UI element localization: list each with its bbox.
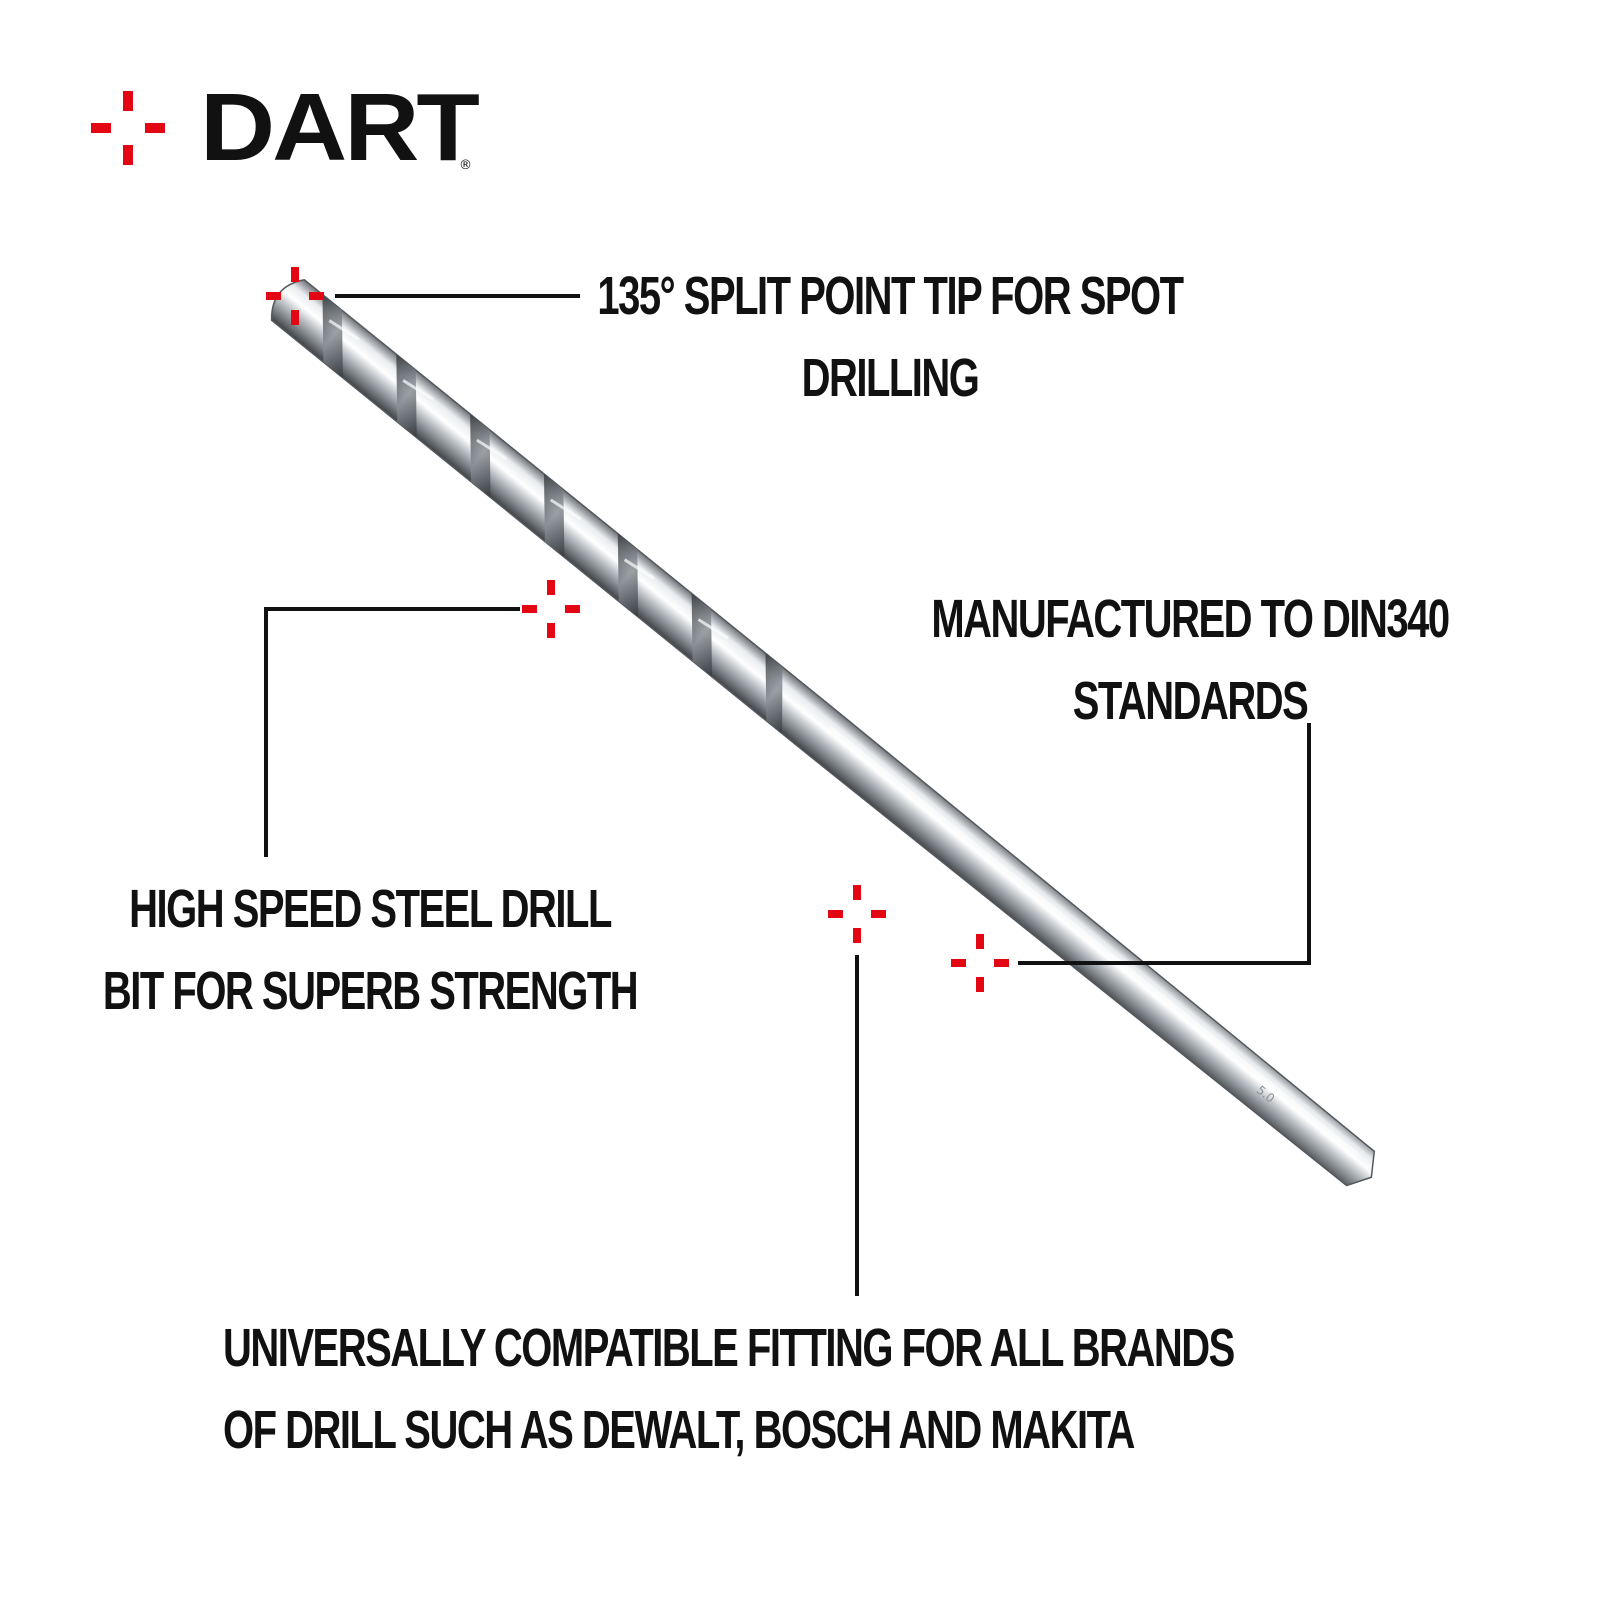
drill-bit-icon: 5.0 [270, 278, 1376, 1187]
crosshair-icon [266, 267, 324, 325]
feature-universal-fitting: UNIVERSALLY COMPATIBLE FITTING FOR ALL B… [223, 1307, 1235, 1471]
callout-line-din [1018, 723, 1311, 965]
crosshair-icon [951, 934, 1009, 992]
feature-split-point-tip: 135° SPLIT POINT TIP FOR SPOT DRILLING [483, 255, 1297, 419]
registered-mark: ® [459, 158, 472, 173]
feature-line: OF DRILL SUCH AS DEWALT, BOSCH AND MAKIT… [223, 1400, 1135, 1460]
feature-line: DRILLING [801, 348, 980, 408]
feature-line: UNIVERSALLY COMPATIBLE FITTING FOR ALL B… [223, 1318, 1235, 1378]
feature-din340: MANUFACTURED TO DIN340 STANDARDS [820, 578, 1560, 742]
feature-line: HIGH SPEED STEEL DRILL [129, 879, 612, 939]
feature-line: MANUFACTURED TO DIN340 [931, 589, 1450, 649]
feature-line: BIT FOR SUPERB STRENGTH [102, 961, 639, 1021]
crosshair-icon [522, 580, 580, 638]
feature-line: STANDARDS [1072, 671, 1309, 731]
callout-line-hss [264, 607, 520, 857]
brand-logo: DART [200, 74, 480, 182]
feature-line: 135° SPLIT POINT TIP FOR SPOT [597, 266, 1184, 326]
crosshair-icon [828, 885, 886, 943]
feature-high-speed-steel: HIGH SPEED STEEL DRILL BIT FOR SUPERB ST… [96, 868, 644, 1032]
crosshair-icon [91, 91, 165, 165]
callout-lines [264, 294, 1311, 1296]
